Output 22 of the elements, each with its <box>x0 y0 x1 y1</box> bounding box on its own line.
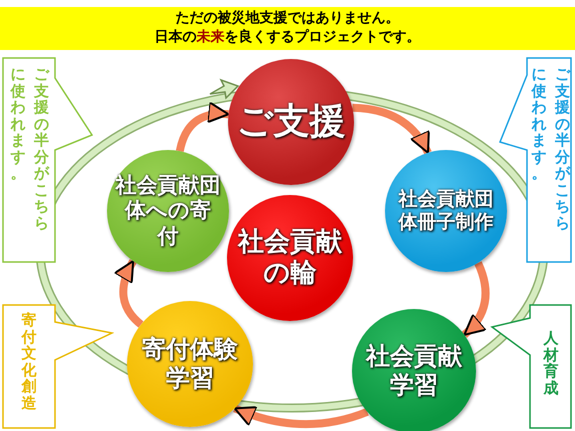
subtitle-text: 日本の未来を良くするプロジェクトです。 <box>154 28 422 47</box>
arrow <box>114 259 144 328</box>
activity-circle <box>127 301 253 427</box>
callout <box>498 56 573 264</box>
circle-label: 社会貢献団体への寄付 <box>115 173 221 249</box>
circle-label: 社会貢献の輪 <box>236 226 343 290</box>
circle-label: 寄付体験学習 <box>141 335 239 393</box>
title: ただの被災地支援ではありません。 <box>174 9 400 28</box>
arrow <box>352 104 432 155</box>
circle-label: 社会貢献学習 <box>364 342 464 400</box>
callout-text: 寄付文化創造 <box>20 312 38 411</box>
arrow <box>233 404 369 428</box>
circle-label: ご支援 <box>236 100 346 144</box>
callout-text: 人材育成 <box>542 330 560 396</box>
arrow <box>462 261 490 338</box>
callout <box>1 303 114 430</box>
callout <box>1 56 94 264</box>
callout-text: ご支援の半分がこちらに使われます。 <box>9 66 50 233</box>
callout <box>490 303 573 430</box>
circle-label: 社会貢献団体冊子制作 <box>397 188 494 234</box>
callout-text: ご支援の半分がこちらに使われます。 <box>530 66 572 233</box>
activity-circle <box>385 150 507 272</box>
